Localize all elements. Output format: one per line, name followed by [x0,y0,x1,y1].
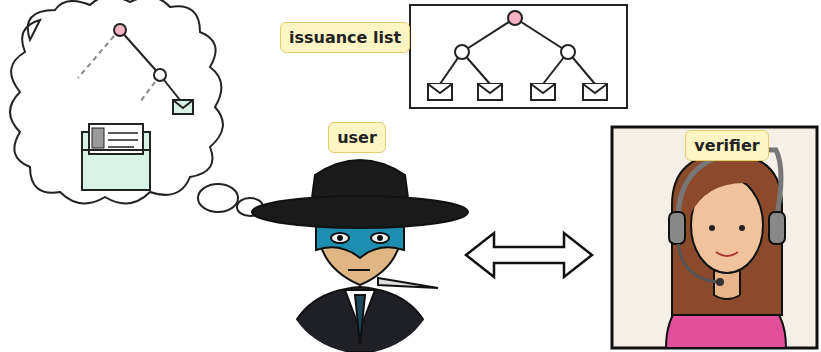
label-tag: issuance list [280,22,410,53]
thought-cloud [10,0,279,219]
double-arrow [466,233,592,277]
verifier-node: verifier [612,127,817,348]
issuance-tree [410,5,627,108]
label-tag: verifier [685,130,768,161]
verifier-portrait [612,127,817,348]
user-node: user [272,128,462,350]
credential-envelope [82,124,150,190]
user-figure [252,160,468,352]
label-tag: user [328,122,386,153]
private-tree-path [78,24,193,114]
